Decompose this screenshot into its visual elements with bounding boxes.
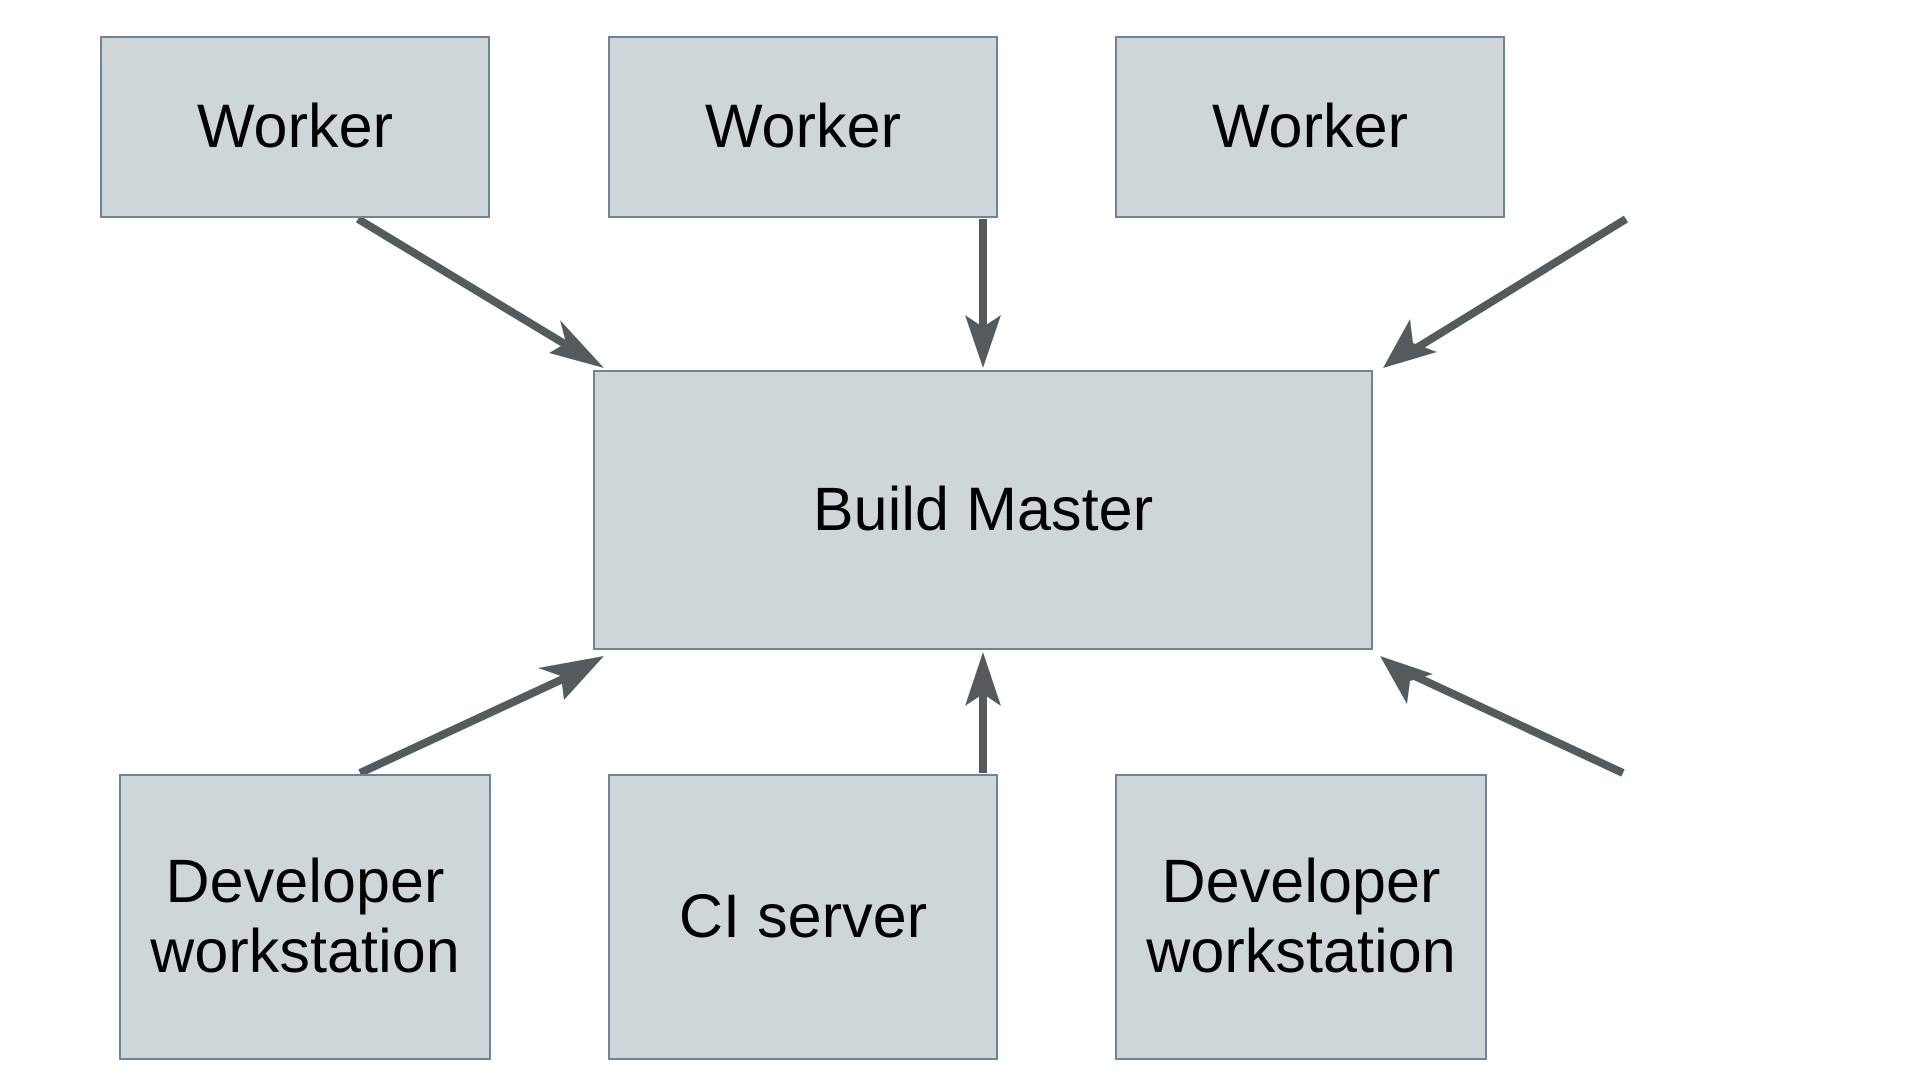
node-build-master[interactable]: Build Master bbox=[593, 370, 1373, 650]
node-ci-server-label: CI server bbox=[678, 882, 928, 951]
edge-worker-3-to-build-master bbox=[1383, 215, 1629, 368]
edge-ci-server-to-build-master bbox=[965, 652, 1001, 773]
edge-worker-2-to-build-master bbox=[965, 219, 1001, 368]
edge-worker-1-to-build-master bbox=[355, 215, 604, 368]
node-developer-workstation-2[interactable]: Developer workstation bbox=[1115, 774, 1487, 1060]
node-worker-3[interactable]: Worker bbox=[1115, 36, 1505, 218]
node-developer-workstation-2-label: Developer workstation bbox=[1146, 847, 1456, 985]
node-worker-1[interactable]: Worker bbox=[100, 36, 490, 218]
node-developer-workstation-1[interactable]: Developer workstation bbox=[119, 774, 491, 1060]
node-build-master-label: Build Master bbox=[812, 475, 1154, 544]
edge-dev-workstation-2-to-build-master bbox=[1380, 656, 1625, 777]
node-worker-2[interactable]: Worker bbox=[608, 36, 998, 218]
edge-dev-workstation-1-to-build-master bbox=[358, 656, 604, 777]
node-ci-server[interactable]: CI server bbox=[608, 774, 998, 1060]
node-developer-workstation-1-label: Developer workstation bbox=[150, 847, 460, 985]
node-worker-1-label: Worker bbox=[196, 92, 394, 161]
node-worker-3-label: Worker bbox=[1211, 92, 1409, 161]
node-worker-2-label: Worker bbox=[704, 92, 902, 161]
